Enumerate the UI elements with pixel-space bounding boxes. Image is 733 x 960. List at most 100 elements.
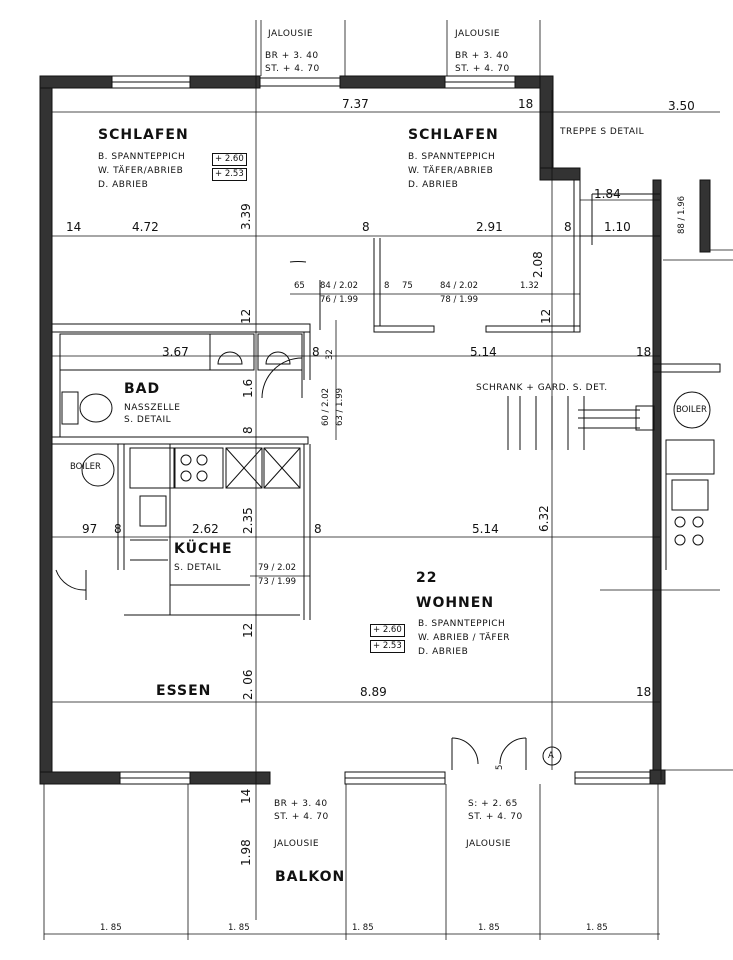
dim-8-a: 8 xyxy=(362,220,370,234)
dim-84-2-02-a: 84 / 2.02 xyxy=(320,281,359,291)
s-label-bottom: S: + 2. 65 xyxy=(468,799,518,809)
dim-bottom-1: 1. 85 xyxy=(100,923,122,933)
room-kueche: KÜCHE xyxy=(174,541,233,557)
jalousie-label-bottom-right: JALOUSIE xyxy=(466,839,512,849)
boiler-label-left: BOILER xyxy=(70,462,101,472)
dim-3-50: 3.50 xyxy=(668,99,695,113)
dim-1-10: 1.10 xyxy=(604,220,631,234)
window-bottom xyxy=(119,771,651,785)
dim-12-a: 12 xyxy=(239,308,253,324)
room-balkon: BALKON xyxy=(275,869,346,885)
dim-8-c: 8 xyxy=(384,281,390,291)
jalousie-label-bottom-left: JALOUSIE xyxy=(274,839,320,849)
dim-8-g: 8 xyxy=(314,522,322,536)
dim-2-06: 2. 06 xyxy=(241,669,255,700)
dim-18-c: 18 xyxy=(636,685,652,699)
schlafen-right-wall: W. TÄFER/ABRIEB xyxy=(408,166,494,176)
dim-8-b: 8 xyxy=(564,220,572,234)
right-units xyxy=(665,391,715,570)
dim-bottom-3: 1. 85 xyxy=(352,923,374,933)
dim-63-1-99: 63 / 1.99 xyxy=(335,387,345,426)
dim-8-89: 8.89 xyxy=(360,685,387,699)
dim-84-2-02-b: 84 / 2.02 xyxy=(440,281,479,291)
dim-bottom-2: 1. 85 xyxy=(228,923,250,933)
dim-18-b: 18 xyxy=(636,345,652,359)
dim-32: 32 xyxy=(325,349,335,360)
dim-14-bottom: 14 xyxy=(239,788,253,804)
schlafen-right-ceiling: D. ABRIEB xyxy=(408,180,459,190)
dim-2-91: 2.91 xyxy=(476,220,503,234)
room-essen: ESSEN xyxy=(156,683,212,699)
treppe-label: TREPPE S DETAIL xyxy=(560,127,645,137)
dim-73-1-99: 73 / 1.99 xyxy=(258,577,297,587)
dim-5-14-a: 5.14 xyxy=(470,345,497,359)
st-label-bottom: ST. + 4. 70 xyxy=(274,812,329,822)
dim-2-08: 2.08 xyxy=(531,251,545,278)
dim-3-67: 3.67 xyxy=(162,345,189,359)
st-label-top-right: ST. + 4. 70 xyxy=(455,64,510,74)
dim-3-39: 3.39 xyxy=(239,203,253,230)
dim-75: 75 xyxy=(402,281,413,291)
st-label-bottom-right: ST. + 4. 70 xyxy=(468,812,523,822)
schlafen-left-floor: B. SPANNTEPPICH xyxy=(98,152,186,162)
dim-8-e: 8 xyxy=(241,426,255,434)
kueche-detail: S. DETAIL xyxy=(174,563,222,573)
room-bad: BAD xyxy=(124,381,161,397)
br-label-top-left: BR + 3. 40 xyxy=(265,51,319,61)
dim-76-1-99: 76 / 1.99 xyxy=(320,295,359,305)
dim-78-1-99: 78 / 1.99 xyxy=(440,295,479,305)
dim-bottom-5: 1. 85 xyxy=(586,923,608,933)
doors xyxy=(289,260,527,770)
room-wohnen-number: 22 xyxy=(416,570,438,586)
dim-18-top: 18 xyxy=(518,97,534,111)
dim-4-72: 4.72 xyxy=(132,220,159,234)
bad-fixtures xyxy=(59,333,303,437)
boiler-label-right: BOILER xyxy=(676,405,707,415)
section-marker-circle xyxy=(542,746,562,766)
dim-97: 97 xyxy=(82,522,98,536)
dim-12-b: 12 xyxy=(539,308,553,324)
dim-6-32: 6.32 xyxy=(537,505,551,532)
room-schlafen-left: SCHLAFEN xyxy=(98,127,189,143)
dim-1-6: 1.6 xyxy=(241,378,255,398)
schrank-label: SCHRANK + GARD. S. DET. xyxy=(476,383,608,393)
dim-2-35: 2.35 xyxy=(241,507,255,534)
dim-5-14-b: 5.14 xyxy=(472,522,499,536)
schlafen-left-height-2: + 2.53 xyxy=(212,168,247,181)
dim-1-98: 1.98 xyxy=(239,839,253,866)
schlafen-left-wall: W. TÄFER/ABRIEB xyxy=(98,166,184,176)
window-top xyxy=(111,75,516,89)
dim-5: 5 xyxy=(495,764,505,770)
dim-12-c: 12 xyxy=(241,622,255,638)
wohnen-wall: W. ABRIEB / TÄFER xyxy=(418,633,511,643)
dim-79-2-02: 79 / 2.02 xyxy=(258,563,297,573)
dim-8-d: 8 xyxy=(312,345,320,359)
wohnen-floor: B. SPANNTEPPICH xyxy=(418,619,506,629)
br-label-bottom: BR + 3. 40 xyxy=(274,799,328,809)
dim-60-2-02: 60 / 2.02 xyxy=(321,387,331,426)
schlafen-left-height-1: + 2.60 xyxy=(212,153,247,166)
room-schlafen-right: SCHLAFEN xyxy=(408,127,499,143)
dim-1-32: 1.32 xyxy=(520,281,539,291)
schlafen-left-ceiling: D. ABRIEB xyxy=(98,180,149,190)
dimension-lines xyxy=(43,20,733,940)
dim-8-f: 8 xyxy=(114,522,122,536)
dim-14-left: 14 xyxy=(66,220,82,234)
bad-detail: S. DETAIL xyxy=(124,415,172,425)
outer-wall xyxy=(39,75,711,785)
st-label-top-left: ST. + 4. 70 xyxy=(265,64,320,74)
dim-2-62: 2.62 xyxy=(192,522,219,536)
jalousie-label-top-right: JALOUSIE xyxy=(455,29,501,39)
wohnen-height-1: + 2.60 xyxy=(370,624,405,637)
stair-closet xyxy=(507,193,660,450)
br-label-top-right: BR + 3. 40 xyxy=(455,51,509,61)
jalousie-label-top-left: JALOUSIE xyxy=(268,29,314,39)
dim-7-37: 7.37 xyxy=(342,97,369,111)
inner-walls xyxy=(51,180,721,780)
dim-bottom-4: 1. 85 xyxy=(478,923,500,933)
dim-88-1-96: 88 / 1.96 xyxy=(677,195,687,234)
section-marker-label: A xyxy=(548,751,554,761)
dim-1-84: 1.84 xyxy=(594,187,621,201)
wohnen-ceiling: D. ABRIEB xyxy=(418,647,469,657)
